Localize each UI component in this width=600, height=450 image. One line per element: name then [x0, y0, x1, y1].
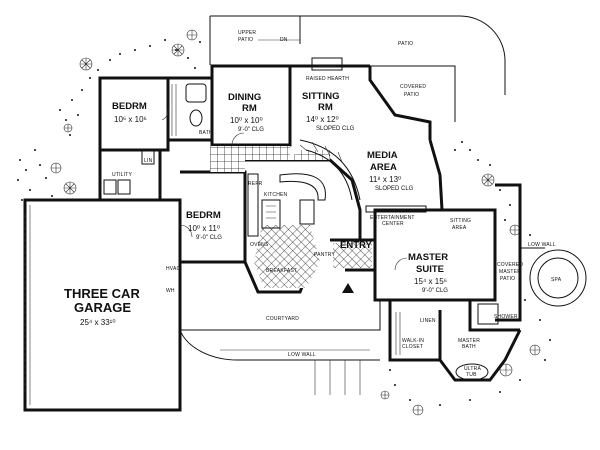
entry-arrow-icon [342, 283, 354, 293]
media-dims: 11⁸ x 13⁰ [369, 175, 401, 184]
dining-note: 9'-0" CLG [238, 127, 264, 133]
lin-label: LIN [144, 158, 153, 164]
room-labels: BEDRM 10⁶ x 10⁶ DINING RM 10⁰ x 10⁰ 9'-0… [64, 91, 448, 327]
entertainment-label: ENTERTAINMENT [370, 215, 415, 221]
ultra-tub-label: ULTRA [464, 366, 481, 372]
low-wall-label: LOW WALL [288, 352, 316, 358]
bedroom-center-note: 9'-0" CLG [196, 235, 222, 241]
covered-master-patio-label-3: PATIO [500, 276, 515, 282]
sitting-area-label-2: AREA [452, 225, 467, 231]
upper-patio-area: UPPER PATIO DN PATIO [209, 15, 506, 95]
refr-label: REFR [248, 181, 263, 187]
patio-label: PATIO [398, 41, 413, 47]
upper-patio-dn-label: DN [280, 37, 288, 43]
upper-patio-label: UPPER [238, 30, 256, 36]
pantry-label: PANTRY [314, 252, 335, 258]
dining-dims: 10⁰ x 10⁰ [230, 116, 263, 125]
tree-symbols [50, 29, 541, 416]
sitting-dims: 14⁰ x 12⁰ [306, 115, 339, 124]
utility-label: UTILITY [112, 172, 132, 178]
garage-name: THREE CAR [64, 286, 140, 301]
sitting-name: SITTING [302, 91, 339, 102]
spa-label: SPA [551, 277, 562, 283]
master-bath-label-2: BATH [462, 344, 476, 350]
breakfast-tile-floor [254, 225, 320, 288]
dining-name: DINING [228, 92, 261, 103]
bedroom-left-dims: 10⁶ x 10⁶ [114, 115, 147, 124]
ultra-tub-label-2: TUB [466, 372, 477, 378]
master-bath-label: MASTER [458, 338, 480, 344]
media-name: MEDIA [367, 150, 398, 161]
shrubs-right [389, 141, 551, 406]
bath-label: BATH [199, 130, 213, 136]
walk-in-closet-label: WALK-IN [402, 338, 424, 344]
bedroom-center-dims: 10⁰ x 11⁰ [188, 224, 220, 233]
courtyard-label: COURTYARD [266, 316, 299, 322]
covered-master-patio-label-2: MASTER [499, 269, 521, 275]
small-labels: RAISED HEARTH COVERED PATIO ENTERTAINMEN… [112, 76, 562, 378]
covered-patio-label: COVERED [400, 84, 426, 90]
master-name-2: SUITE [416, 264, 444, 275]
upper-patio-label-2: PATIO [238, 37, 253, 43]
sitting-area-label: SITTING [450, 218, 471, 224]
bedroom-center-name: BEDRM [186, 210, 221, 221]
garage-dims: 25⁴ x 33¹⁰ [80, 318, 116, 327]
bedroom-left-name: BEDRM [112, 101, 147, 112]
ovens-label: OVENS [250, 242, 269, 248]
media-note: SLOPED CLG [375, 186, 414, 192]
landscape [17, 29, 551, 416]
shower-label: SHOWER [494, 314, 518, 320]
entertainment-label-2: CENTER [382, 221, 404, 227]
covered-patio-label-2: PATIO [404, 92, 419, 98]
kitchen-tile-floor [210, 146, 330, 172]
covered-master-patio-label: COVERED [497, 262, 523, 268]
garage-name-2: GARAGE [74, 300, 131, 315]
linen-label: LINEN [420, 318, 436, 324]
interior-details [24, 57, 587, 395]
entry-tile-floor [333, 243, 372, 268]
breakfast-label: BREAKFAST [266, 268, 297, 274]
sitting-name-2: RM [318, 102, 333, 113]
entry-label: ENTRY [340, 240, 373, 251]
raised-hearth-label: RAISED HEARTH [306, 76, 349, 82]
master-dims: 15⁴ x 15⁶ [414, 277, 447, 286]
master-name: MASTER [408, 252, 448, 263]
low-wall-label-2: LOW WALL [528, 242, 556, 248]
walk-in-closet-label-2: CLOSET [402, 344, 423, 350]
shrubs-left [17, 39, 201, 201]
hvac-label: HVAC [166, 266, 181, 272]
dining-name-2: RM [242, 103, 257, 114]
master-note: 9'-0" CLG [422, 288, 448, 294]
kitchen-label: KITCHEN [264, 192, 288, 198]
wh-label: WH [166, 288, 175, 294]
sitting-note: SLOPED CLG [316, 126, 355, 132]
media-name-2: AREA [370, 162, 397, 173]
